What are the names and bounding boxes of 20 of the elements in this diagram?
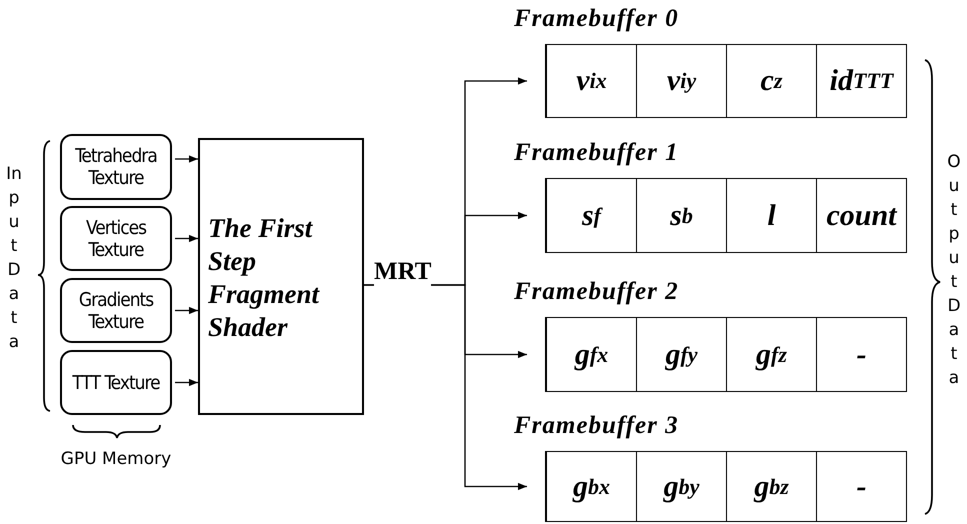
memory-label: GPU Memory xyxy=(60,448,172,470)
table-cell: l xyxy=(726,179,816,252)
arrow xyxy=(175,234,198,242)
framebuffer-title: Framebuffer 1 xyxy=(514,139,679,167)
framebuffer-title: Framebuffer 3 xyxy=(514,412,679,440)
vertical-label: Output Data xyxy=(946,151,962,390)
framebuffer-title: Framebuffer 0 xyxy=(514,5,679,33)
table-cell: count xyxy=(816,179,906,252)
texture-box: Gradients Texture xyxy=(60,278,172,343)
arrow xyxy=(175,306,198,314)
texture-box: Vertices Texture xyxy=(60,206,172,271)
texture-box: Tetrahedra Texture xyxy=(60,134,172,200)
framebuffer-title: Framebuffer 2 xyxy=(514,278,679,306)
texture-box: TTT Texture xyxy=(60,350,172,415)
vertical-label: Input Data xyxy=(6,163,22,354)
shader-box: The First Step Fragment Shader xyxy=(198,138,364,415)
table-cell: - xyxy=(816,318,906,391)
arrow xyxy=(175,155,198,163)
arrow xyxy=(175,378,198,386)
table-cell: - xyxy=(816,452,906,521)
